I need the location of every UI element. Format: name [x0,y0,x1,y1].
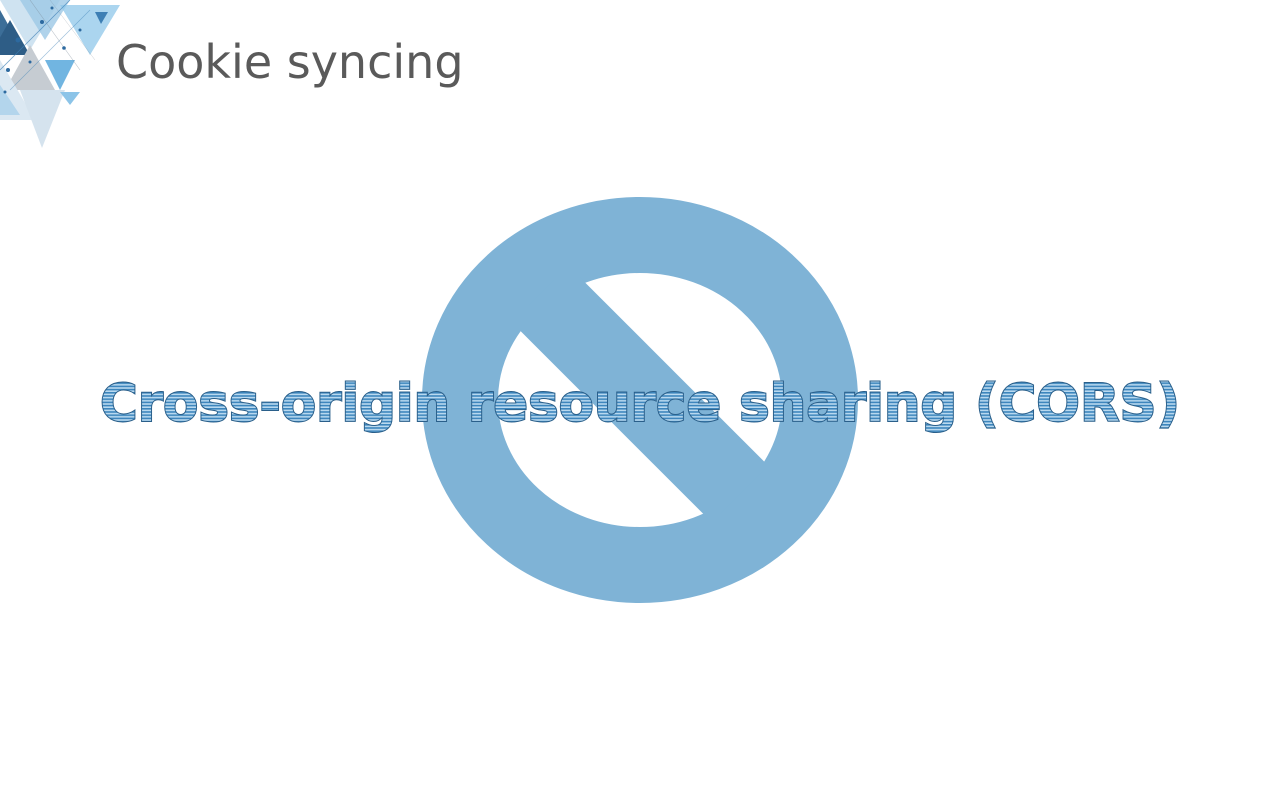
headline-banner: Cross-origin resource sharing (CORS) [99,373,1181,435]
slide-title: Cookie syncing [116,35,464,89]
prohibition-sign-icon [422,197,858,603]
headline-text: Cross-origin resource sharing (CORS) [100,374,1180,434]
triangle-pattern-decoration [0,0,120,148]
